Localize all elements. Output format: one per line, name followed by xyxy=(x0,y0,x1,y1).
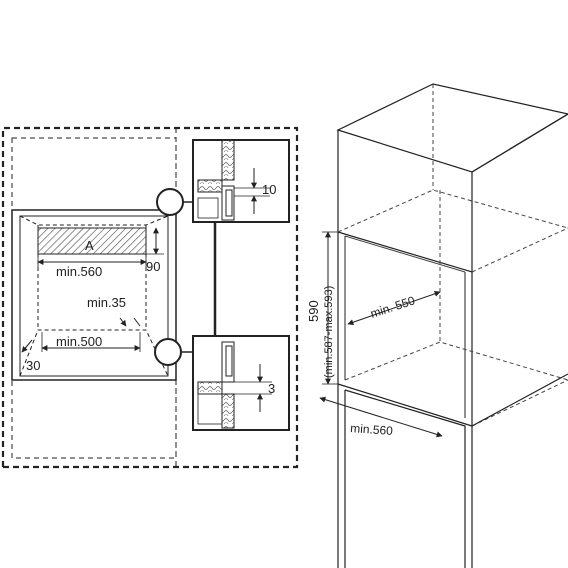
label-min560-left: min.560 xyxy=(56,264,102,279)
oven-opening-outer xyxy=(11,209,177,381)
label-min500: min.500 xyxy=(56,334,102,349)
upper-cabinet-top xyxy=(336,83,568,173)
label-a: A xyxy=(85,238,94,253)
label-min560-right: min.560 xyxy=(350,421,394,438)
upper-cabinet-front xyxy=(337,130,473,273)
label-90: 90 xyxy=(146,259,160,274)
label-10: 10 xyxy=(262,182,276,197)
label-min550: min. 550 xyxy=(369,293,417,321)
top-detail-circle xyxy=(156,188,184,216)
detail-callouts xyxy=(154,139,290,431)
outer-dashed-boundary xyxy=(1,126,299,469)
cabinet-3d-view xyxy=(319,83,568,568)
label-min35: min.35 xyxy=(87,295,126,310)
label-30: 30 xyxy=(26,358,40,373)
ventilation-area-a xyxy=(37,227,147,255)
oven-opening-inner xyxy=(19,215,169,377)
label-590: 590 xyxy=(306,300,321,322)
niche-frame xyxy=(337,232,473,427)
opening-perspective-lines xyxy=(19,215,169,226)
label-3: 3 xyxy=(268,381,275,396)
bottom-detail-circle xyxy=(154,338,182,366)
cabinet-front-view xyxy=(1,126,299,469)
label-min587-max593: (min.587-max.593) xyxy=(323,286,335,378)
